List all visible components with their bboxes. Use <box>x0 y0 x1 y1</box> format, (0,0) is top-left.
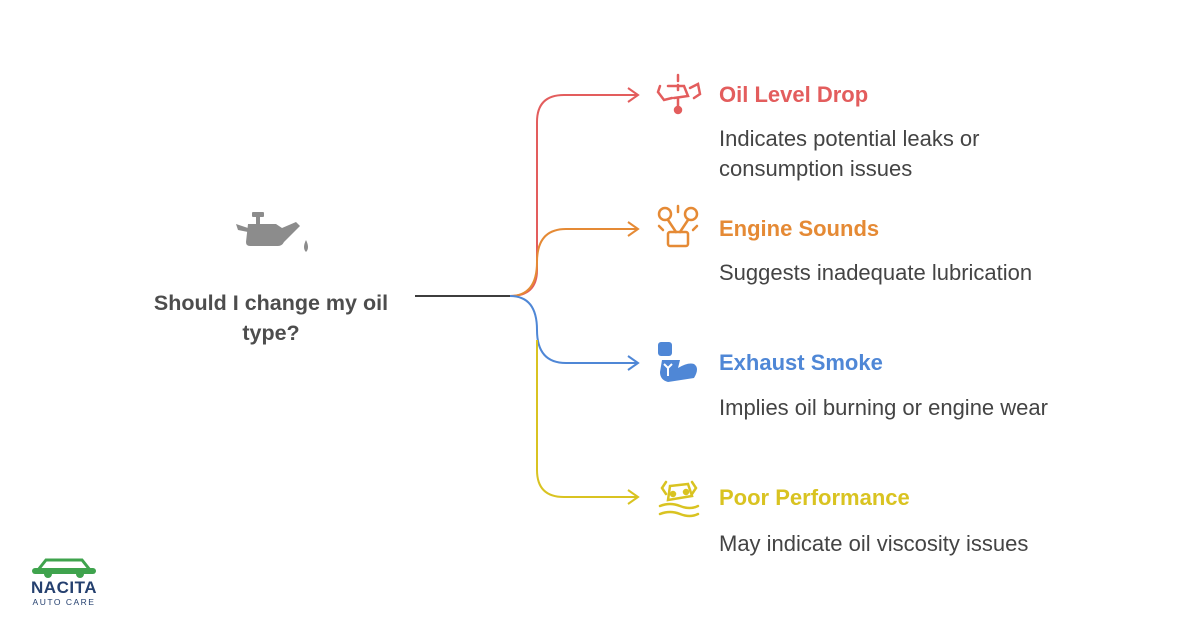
logo-name: NACITA <box>31 578 97 597</box>
branch-description-oil-level-drop: Indicates potential leaks or consumption… <box>719 126 980 181</box>
branch-title-oil-level-drop: Oil Level Drop <box>719 82 869 107</box>
arrowhead-poor-performance <box>627 489 640 505</box>
branch-description-exhaust-smoke: Implies oil burning or engine wear <box>719 395 1048 420</box>
branch-connector-oil-level-drop <box>509 94 637 297</box>
logo-tagline: AUTO CARE <box>32 597 96 607</box>
car-icon <box>32 558 96 578</box>
branch-description-engine-sounds: Suggests inadequate lubrication <box>719 260 1033 285</box>
central-question: Should I change my oil type? <box>153 291 389 345</box>
branch-title-engine-sounds: Engine Sounds <box>719 216 880 241</box>
branch-connector-exhaust-smoke <box>509 295 637 364</box>
branch-description-poor-performance: May indicate oil viscosity issues <box>719 531 1029 556</box>
branch-connector-engine-sounds <box>509 228 637 297</box>
engine-pistons-icon <box>657 204 699 248</box>
arrowhead-oil-level-drop <box>627 87 640 103</box>
branch-title-exhaust-smoke: Exhaust Smoke <box>719 350 883 375</box>
branch-title-poor-performance: Poor Performance <box>719 485 910 510</box>
oil-can-icon <box>236 212 308 252</box>
oil-level-icon <box>656 73 702 115</box>
car-skid-icon <box>658 480 700 518</box>
branch-connector-poor-performance <box>536 340 637 498</box>
exhaust-smoke-icon <box>658 342 697 382</box>
arrowhead-exhaust-smoke <box>627 355 640 371</box>
arrowhead-engine-sounds <box>627 221 640 237</box>
